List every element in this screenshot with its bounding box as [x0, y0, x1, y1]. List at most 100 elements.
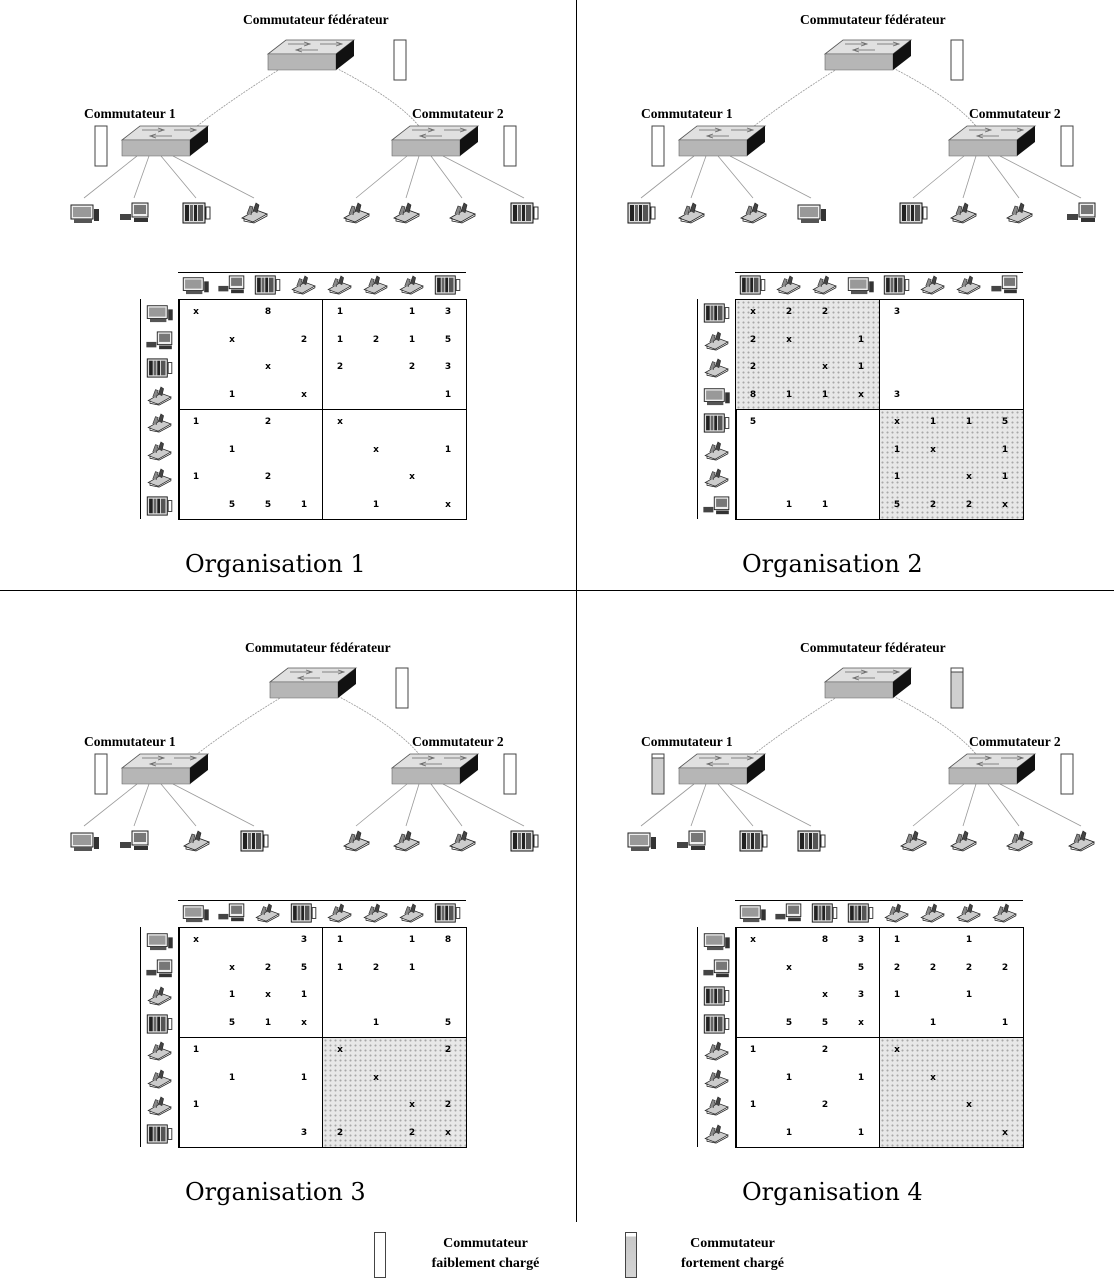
desktop-icon	[218, 903, 246, 923]
matrix-cell: 3	[430, 354, 466, 380]
matrix-cell: 8	[250, 299, 286, 325]
matrix-cell: x	[430, 492, 466, 518]
printer-icon	[146, 1069, 174, 1089]
switch2-label: Commutateur 2	[412, 734, 504, 750]
matrix-cell: 2	[951, 492, 987, 518]
printer-icon	[949, 830, 979, 852]
matrix-cell: x	[250, 982, 286, 1008]
switch1-icon	[122, 126, 208, 156]
server-icon	[146, 1014, 174, 1034]
printer-icon	[392, 830, 422, 852]
matrix-cell: 1	[178, 409, 214, 435]
matrix-cell: x	[807, 354, 843, 380]
server-icon	[146, 358, 174, 378]
matrix-cell: 1	[178, 1092, 214, 1118]
matrix-cell: x	[951, 464, 987, 490]
matrix-cell: x	[735, 927, 771, 953]
matrix-cell: 1	[430, 437, 466, 463]
matrix-cell: 3	[843, 982, 879, 1008]
matrix-cell: 2	[735, 354, 771, 380]
matrix-cell: 1	[178, 1037, 214, 1063]
matrix-cell: 1	[214, 382, 250, 408]
switch2-label: Commutateur 2	[969, 734, 1061, 750]
matrix-cell: 1	[807, 492, 843, 518]
switch1-icon	[122, 754, 208, 784]
matrix-cell: 2	[915, 492, 951, 518]
monitor-icon	[70, 830, 100, 852]
matrix-cell: x	[394, 1092, 430, 1118]
server-icon	[434, 903, 462, 923]
server-icon	[627, 202, 657, 224]
printer-icon	[392, 202, 422, 224]
organisation-title: Organisation 4	[742, 1178, 923, 1206]
matrix-cell: 1	[951, 982, 987, 1008]
printer-icon	[677, 202, 707, 224]
matrix-cell: 2	[915, 955, 951, 981]
printer-icon	[703, 441, 731, 461]
server-icon	[703, 1014, 731, 1034]
server-icon	[434, 275, 462, 295]
matrix-cell: 1	[951, 409, 987, 435]
switch1-label: Commutateur 1	[641, 734, 733, 750]
matrix-cell: x	[178, 299, 214, 325]
server-icon	[146, 496, 174, 516]
printer-icon	[326, 903, 354, 923]
server-icon	[703, 986, 731, 1006]
printer-icon	[703, 1096, 731, 1116]
matrix-cell: 8	[807, 927, 843, 953]
printer-icon	[448, 830, 478, 852]
matrix-cell: 1	[879, 927, 915, 953]
switch2-label: Commutateur 2	[969, 106, 1061, 122]
matrix-cell: x	[915, 1065, 951, 1091]
core-switch-label: Commutateur fédérateur	[245, 640, 391, 656]
matrix-cell: x	[735, 299, 771, 325]
matrix-cell: x	[322, 1037, 358, 1063]
printer-icon	[398, 275, 426, 295]
matrix-cell: 5	[987, 409, 1023, 435]
matrix-cell: 1	[394, 299, 430, 325]
printer-icon	[146, 386, 174, 406]
matrix-cell: 5	[430, 1010, 466, 1036]
printer-icon	[254, 903, 282, 923]
desktop-icon	[120, 202, 150, 224]
matrix-cell: 1	[771, 382, 807, 408]
matrix-cell: x	[358, 437, 394, 463]
printer-icon	[362, 903, 390, 923]
matrix-cell: 1	[771, 1120, 807, 1146]
printer-icon	[991, 903, 1019, 923]
core-switch-icon	[825, 668, 911, 698]
printer-icon	[955, 903, 983, 923]
matrix-cell: x	[358, 1065, 394, 1091]
printer-icon	[146, 468, 174, 488]
matrix-cell: 2	[879, 955, 915, 981]
server-icon	[510, 830, 540, 852]
switch1-icon	[679, 754, 765, 784]
matrix-cell: 1	[286, 982, 322, 1008]
server-icon	[254, 275, 282, 295]
printer-icon	[811, 275, 839, 295]
switch2-icon	[392, 754, 478, 784]
matrix-cell: 3	[286, 1120, 322, 1146]
desktop-icon	[218, 275, 246, 295]
matrix-cell: 5	[879, 492, 915, 518]
printer-icon	[146, 441, 174, 461]
matrix-cell: 5	[771, 1010, 807, 1036]
matrix-cell: 1	[322, 299, 358, 325]
matrix-cell: 2	[286, 327, 322, 353]
matrix-cell: 1	[735, 1092, 771, 1118]
matrix-cell: 3	[430, 299, 466, 325]
desktop-icon	[703, 496, 731, 516]
heavy-switch-legend-icon	[625, 1232, 637, 1278]
matrix-cell: x	[987, 492, 1023, 518]
printer-icon	[883, 903, 911, 923]
matrix-cell: 1	[322, 955, 358, 981]
matrix-cell: 5	[807, 1010, 843, 1036]
matrix-cell: 1	[915, 409, 951, 435]
printer-icon	[146, 1096, 174, 1116]
monitor-icon	[70, 202, 100, 224]
printer-icon	[146, 413, 174, 433]
matrix-cell: 1	[771, 1065, 807, 1091]
